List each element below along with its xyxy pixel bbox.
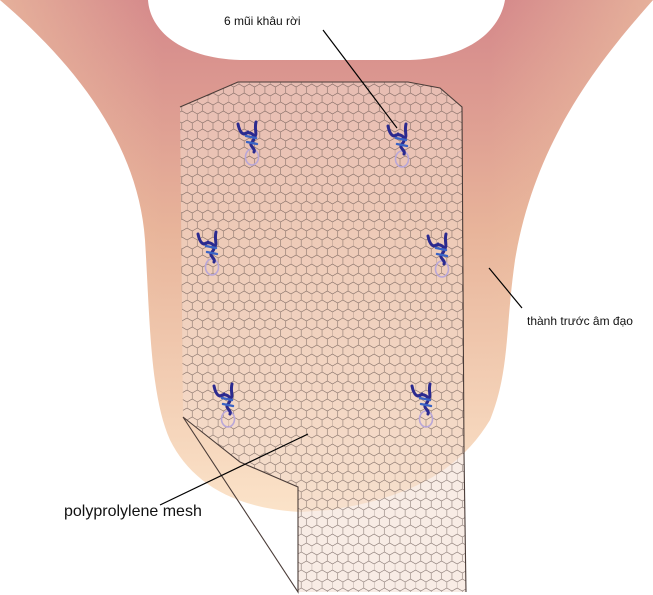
- leader-line-mesh: [159, 433, 309, 506]
- mesh-hex-grid: [180, 82, 466, 592]
- suture-stitch-icon: [236, 120, 260, 166]
- suture-stitch-icon: [386, 122, 410, 168]
- suture-stitch-icon: [212, 382, 236, 428]
- label-mesh: polyprolylene mesh: [64, 503, 202, 520]
- label-sutures: 6 mũi khâu rời: [224, 14, 301, 28]
- suture-stitch-icon: [196, 230, 220, 276]
- suture-stitch-icon: [410, 382, 434, 428]
- leader-line-vaginal-wall: [488, 267, 523, 309]
- polypropylene-mesh: [179, 81, 467, 594]
- label-vaginal-wall: thành trước âm đạo: [527, 314, 633, 328]
- suture-stitch-icon: [426, 232, 450, 278]
- leader-line-sutures: [322, 29, 398, 129]
- sutures-group: [196, 120, 450, 428]
